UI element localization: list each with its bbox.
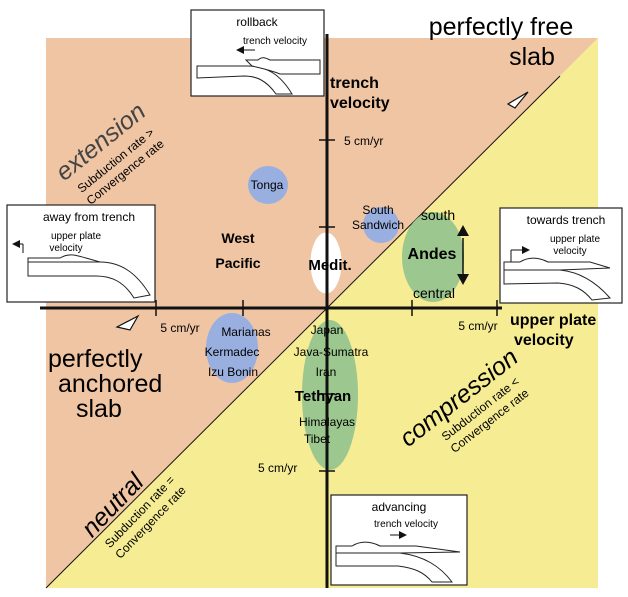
inset-slab bbox=[27, 261, 151, 299]
inset-towards-trench: towards trench upper plate velocity bbox=[499, 207, 623, 304]
x-axis-label: upper plate bbox=[510, 312, 596, 329]
south-sandwich-ellipse bbox=[363, 207, 399, 243]
inset-caption: velocity bbox=[553, 246, 586, 257]
inset-caption: upper plate bbox=[550, 234, 600, 245]
tethyan-ellipse bbox=[302, 320, 358, 470]
inset-advancing: advancing trench velocity bbox=[330, 494, 468, 586]
y-tick-label: 5 cm/yr bbox=[344, 134, 383, 148]
arrow-up-icon bbox=[457, 225, 469, 236]
inset-caption: trench velocity bbox=[243, 36, 307, 47]
anchored-slab-label: slab bbox=[76, 395, 122, 423]
inset-caption: upper plate bbox=[51, 231, 101, 242]
tonga-ellipse bbox=[248, 166, 288, 204]
west-pacific-label: West bbox=[221, 230, 255, 246]
inset-caption: velocity bbox=[49, 243, 82, 254]
anchored-slab-arrowhead bbox=[115, 314, 140, 331]
inset-upper-plate bbox=[335, 541, 461, 554]
arrow-down-icon bbox=[457, 274, 469, 285]
x-tick-label: 5 cm/yr bbox=[458, 319, 497, 333]
inset-upper-plate bbox=[244, 57, 321, 75]
tibet-label: Tibet bbox=[304, 432, 331, 446]
anchored-slab-label: perfectly bbox=[48, 345, 143, 373]
medit-label: Medit. bbox=[308, 257, 351, 274]
iran-label: Iran bbox=[316, 365, 337, 379]
kermadec-label: Kermadec bbox=[205, 345, 260, 359]
inset-rollback: rollback trench velocity bbox=[190, 9, 325, 97]
inset-title: away from trench bbox=[43, 210, 135, 224]
south-sandwich-label: Sandwich bbox=[352, 218, 404, 232]
y-axis-label: velocity bbox=[330, 95, 390, 112]
inset-title: advancing bbox=[372, 500, 427, 514]
anchored-slab-label: anchored bbox=[58, 370, 162, 398]
tonga-label: Tonga bbox=[251, 178, 284, 192]
inset-caption: trench velocity bbox=[374, 519, 438, 530]
south-sandwich-label: South bbox=[362, 203, 393, 217]
andes-central-label: central bbox=[413, 285, 455, 301]
izu-bonin-label: Izu Bonin bbox=[208, 365, 258, 379]
inset-upper-plate bbox=[27, 254, 101, 263]
x-tick-label: 5 cm/yr bbox=[160, 321, 199, 335]
y-axis-label: trench bbox=[330, 75, 379, 92]
andes-ellipse bbox=[402, 212, 464, 302]
inset-away-from-trench: away from trench upper plate velocity bbox=[6, 204, 156, 303]
andes-south-label: south bbox=[421, 207, 455, 223]
free-slab-label: perfectly free bbox=[429, 13, 574, 41]
free-slab-label: slab bbox=[509, 43, 555, 71]
inset-title: towards trench bbox=[527, 213, 606, 227]
andes-label: Andes bbox=[408, 246, 457, 263]
himalayas-label: Himalayas bbox=[299, 415, 355, 429]
marianas-ellipse bbox=[206, 313, 258, 383]
japan-label: Japan bbox=[311, 323, 344, 337]
inset-upper-plate bbox=[503, 257, 611, 271]
west-pacific-label: Pacific bbox=[215, 255, 260, 271]
inset-slab bbox=[503, 269, 612, 301]
free-slab-arrowhead bbox=[506, 91, 529, 109]
neutral-diagonal bbox=[45, 75, 561, 589]
y-tick-label: 5 cm/yr bbox=[258, 461, 297, 475]
x-axis-label: velocity bbox=[514, 332, 574, 349]
inset-slab bbox=[335, 552, 454, 583]
marianas-label: Marianas bbox=[221, 325, 270, 339]
tethyan-label: Tethyan bbox=[295, 388, 351, 405]
java-sumatra-label: Java-Sumatra bbox=[294, 345, 369, 359]
inset-title: rollback bbox=[236, 15, 278, 29]
